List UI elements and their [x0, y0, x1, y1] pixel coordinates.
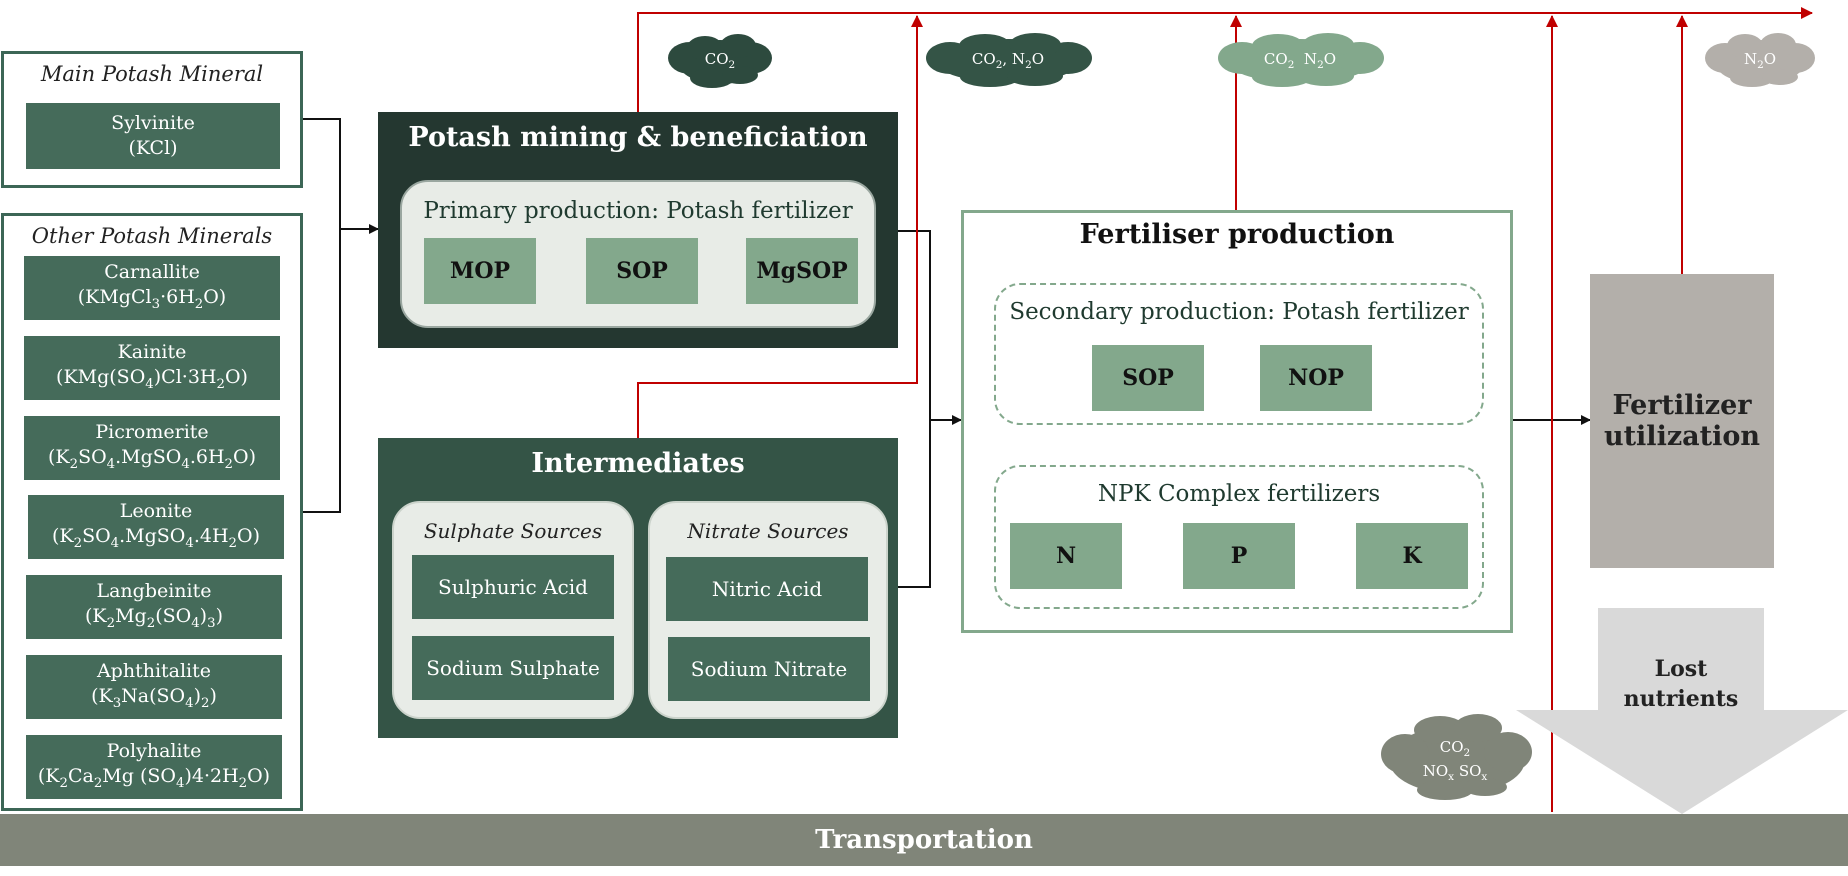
- mineral-name: Langbeinite: [96, 579, 212, 602]
- sulphuric-acid: Sulphuric Acid: [412, 555, 614, 619]
- mineral-carnallite: Carnallite(KMgCl3·6H2O): [24, 256, 280, 320]
- mineral-langbeinite: Langbeinite(K2Mg2(SO4)3): [26, 575, 282, 639]
- main-mineral-title: Main Potash Mineral: [40, 62, 264, 86]
- mineral-formula: (KCl): [128, 137, 178, 159]
- mineral-formula: (K2SO4.MgSO4.6H2O): [47, 445, 257, 472]
- intermediates-box: Intermediates Sulphate Sources Sulphuric…: [378, 438, 898, 738]
- cloud-transport: [1381, 714, 1532, 800]
- transportation-label: Transportation: [815, 825, 1033, 855]
- fertiliser-title: Fertiliser production: [1079, 219, 1395, 250]
- secondary-production-panel: Secondary production: Potash fertilizer …: [994, 283, 1484, 425]
- nitrate-sources-panel: Nitrate Sources Nitric Acid Sodium Nitra…: [648, 501, 888, 719]
- mineral-name: Picromerite: [95, 420, 209, 443]
- cloud-utilization: [1705, 33, 1815, 87]
- nitrate-sources-title: Nitrate Sources: [687, 519, 849, 543]
- mineral-name: Polyhalite: [106, 739, 202, 762]
- mining-box: Potash mining & beneficiation Primary pr…: [378, 112, 898, 348]
- cloud-label-utilization: N2O: [1743, 50, 1777, 71]
- cloud-intermediates: [926, 33, 1092, 87]
- lost-line1: Lost: [1654, 656, 1708, 682]
- primary-production-title: Primary production: Potash fertilizer: [423, 198, 853, 224]
- intermediates-title: Intermediates: [531, 448, 745, 479]
- main-mineral-box: Main Potash Mineral Sylvinite (KCl): [1, 51, 303, 188]
- mineral-formula: (K2Mg2(SO4)3): [85, 604, 223, 631]
- sulphate-sources-title: Sulphate Sources: [423, 519, 603, 543]
- mineral-formula: (K2SO4.MgSO4.4H2O): [51, 524, 261, 551]
- emission-line-intermediates: [637, 15, 923, 438]
- connector-mining-out: [898, 230, 931, 420]
- secondary-nop: NOP: [1260, 345, 1372, 411]
- transportation-bar: Transportation: [0, 814, 1848, 866]
- connector-main-mineral: [303, 118, 341, 229]
- mining-title: Potash mining & beneficiation: [408, 122, 868, 153]
- mineral-picromerite: Picromerite(K2SO4.MgSO4.6H2O): [24, 416, 280, 480]
- product-mgsop: MgSOP: [746, 238, 858, 304]
- mineral-name: Leonite: [119, 499, 193, 522]
- npk-k: K: [1356, 523, 1468, 589]
- npk-title: NPK Complex fertilizers: [1097, 481, 1381, 507]
- mineral-aphthitalite: Aphthitalite(K3Na(SO4)2): [26, 655, 282, 719]
- sodium-nitrate: Sodium Nitrate: [668, 637, 870, 701]
- mineral-name: Carnallite: [104, 260, 200, 283]
- npk-p: P: [1183, 523, 1295, 589]
- connector-other-minerals: [303, 229, 341, 513]
- mineral-sylvinite: Sylvinite (KCl): [26, 103, 280, 169]
- mineral-name: Aphthitalite: [96, 659, 212, 682]
- cloud-co2-mining: [668, 34, 772, 88]
- lost-line2: nutrients: [1623, 686, 1739, 712]
- product-sop: SOP: [586, 238, 698, 304]
- primary-production-panel: Primary production: Potash fertilizer MO…: [400, 180, 876, 328]
- emission-line-top: [637, 7, 1813, 112]
- lost-nutrients-arrow: [1516, 608, 1848, 814]
- mineral-formula: (KMg(SO4)Cl·3H2O): [56, 365, 248, 392]
- mineral-name: Sylvinite: [111, 112, 195, 134]
- mineral-name: Kainite: [117, 340, 187, 363]
- mineral-leonite: Leonite(K2SO4.MgSO4.4H2O): [28, 495, 284, 559]
- cloud-label-fertiliser: CO2 N2O: [1263, 50, 1337, 71]
- utilization-line2: utilization: [1603, 421, 1761, 452]
- other-minerals-box: Other Potash Minerals Carnallite(KMgCl3·…: [1, 213, 303, 811]
- utilization-line1: Fertilizer: [1612, 390, 1752, 421]
- secondary-production-title: Secondary production: Potash fertilizer: [1009, 299, 1469, 325]
- cloud-label-intermediates: CO2, N2O: [971, 50, 1045, 71]
- mineral-formula: (KMgCl3·6H2O): [77, 285, 227, 312]
- cloud-label-co2-mining: CO2: [704, 50, 736, 71]
- sodium-sulphate: Sodium Sulphate: [412, 636, 614, 700]
- sulphate-sources-panel: Sulphate Sources Sulphuric Acid Sodium S…: [392, 501, 634, 719]
- secondary-sop: SOP: [1092, 345, 1204, 411]
- other-minerals-title: Other Potash Minerals: [31, 224, 273, 248]
- fertiliser-box: Fertiliser production Secondary producti…: [961, 210, 1513, 633]
- cloud-fertiliser: [1218, 33, 1384, 87]
- npk-n: N: [1010, 523, 1122, 589]
- npk-panel: NPK Complex fertilizers N P K: [994, 465, 1484, 609]
- nitric-acid: Nitric Acid: [666, 557, 868, 621]
- mineral-formula: (K3Na(SO4)2): [91, 684, 217, 711]
- lost-nutrients-label: Lost nutrients: [1598, 654, 1764, 714]
- utilization-box: Fertilizer utilization: [1590, 274, 1774, 568]
- product-mop: MOP: [424, 238, 536, 304]
- mineral-formula: (K2Ca2Mg (SO4)4·2H2O): [37, 764, 271, 791]
- connector-intermediates-out: [898, 420, 931, 588]
- mineral-polyhalite: Polyhalite(K2Ca2Mg (SO4)4·2H2O): [26, 735, 282, 799]
- mineral-kainite: Kainite(KMg(SO4)Cl·3H2O): [24, 336, 280, 400]
